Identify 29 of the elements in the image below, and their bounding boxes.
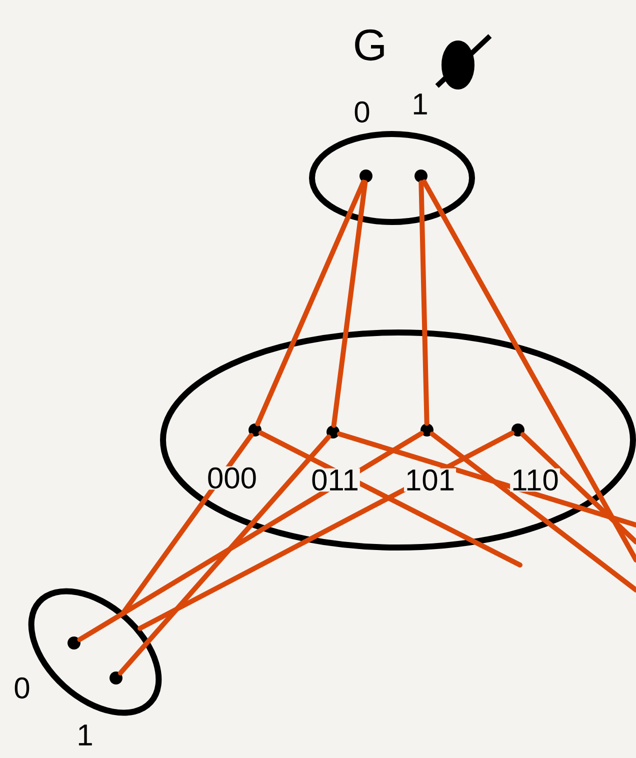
dot — [360, 170, 372, 182]
connector — [258, 430, 522, 568]
connector — [118, 434, 332, 676]
dot-label: 000 — [206, 466, 258, 490]
dot — [326, 426, 340, 438]
dot — [414, 170, 428, 182]
connector — [422, 179, 636, 562]
connector — [138, 430, 515, 631]
connector — [336, 431, 636, 528]
dot-label: 011 — [310, 468, 360, 492]
dot — [248, 424, 262, 436]
connector — [430, 432, 636, 592]
connector — [255, 180, 366, 426]
dot-label: 1 — [76, 724, 94, 746]
dot — [420, 424, 434, 436]
dot — [512, 424, 524, 436]
connector — [331, 180, 368, 428]
dot-label: 0 — [352, 100, 372, 124]
dot — [110, 672, 122, 684]
dot-label: 0 — [12, 676, 32, 700]
dot-label: 101 — [404, 468, 456, 492]
connector — [520, 432, 636, 544]
heading: G — [355, 29, 384, 61]
connector — [418, 180, 430, 426]
dot — [68, 636, 80, 650]
dot-label: 110 — [510, 468, 560, 492]
ellipse — [160, 330, 636, 550]
connector — [77, 430, 424, 642]
dot-label: 1 — [410, 92, 430, 116]
